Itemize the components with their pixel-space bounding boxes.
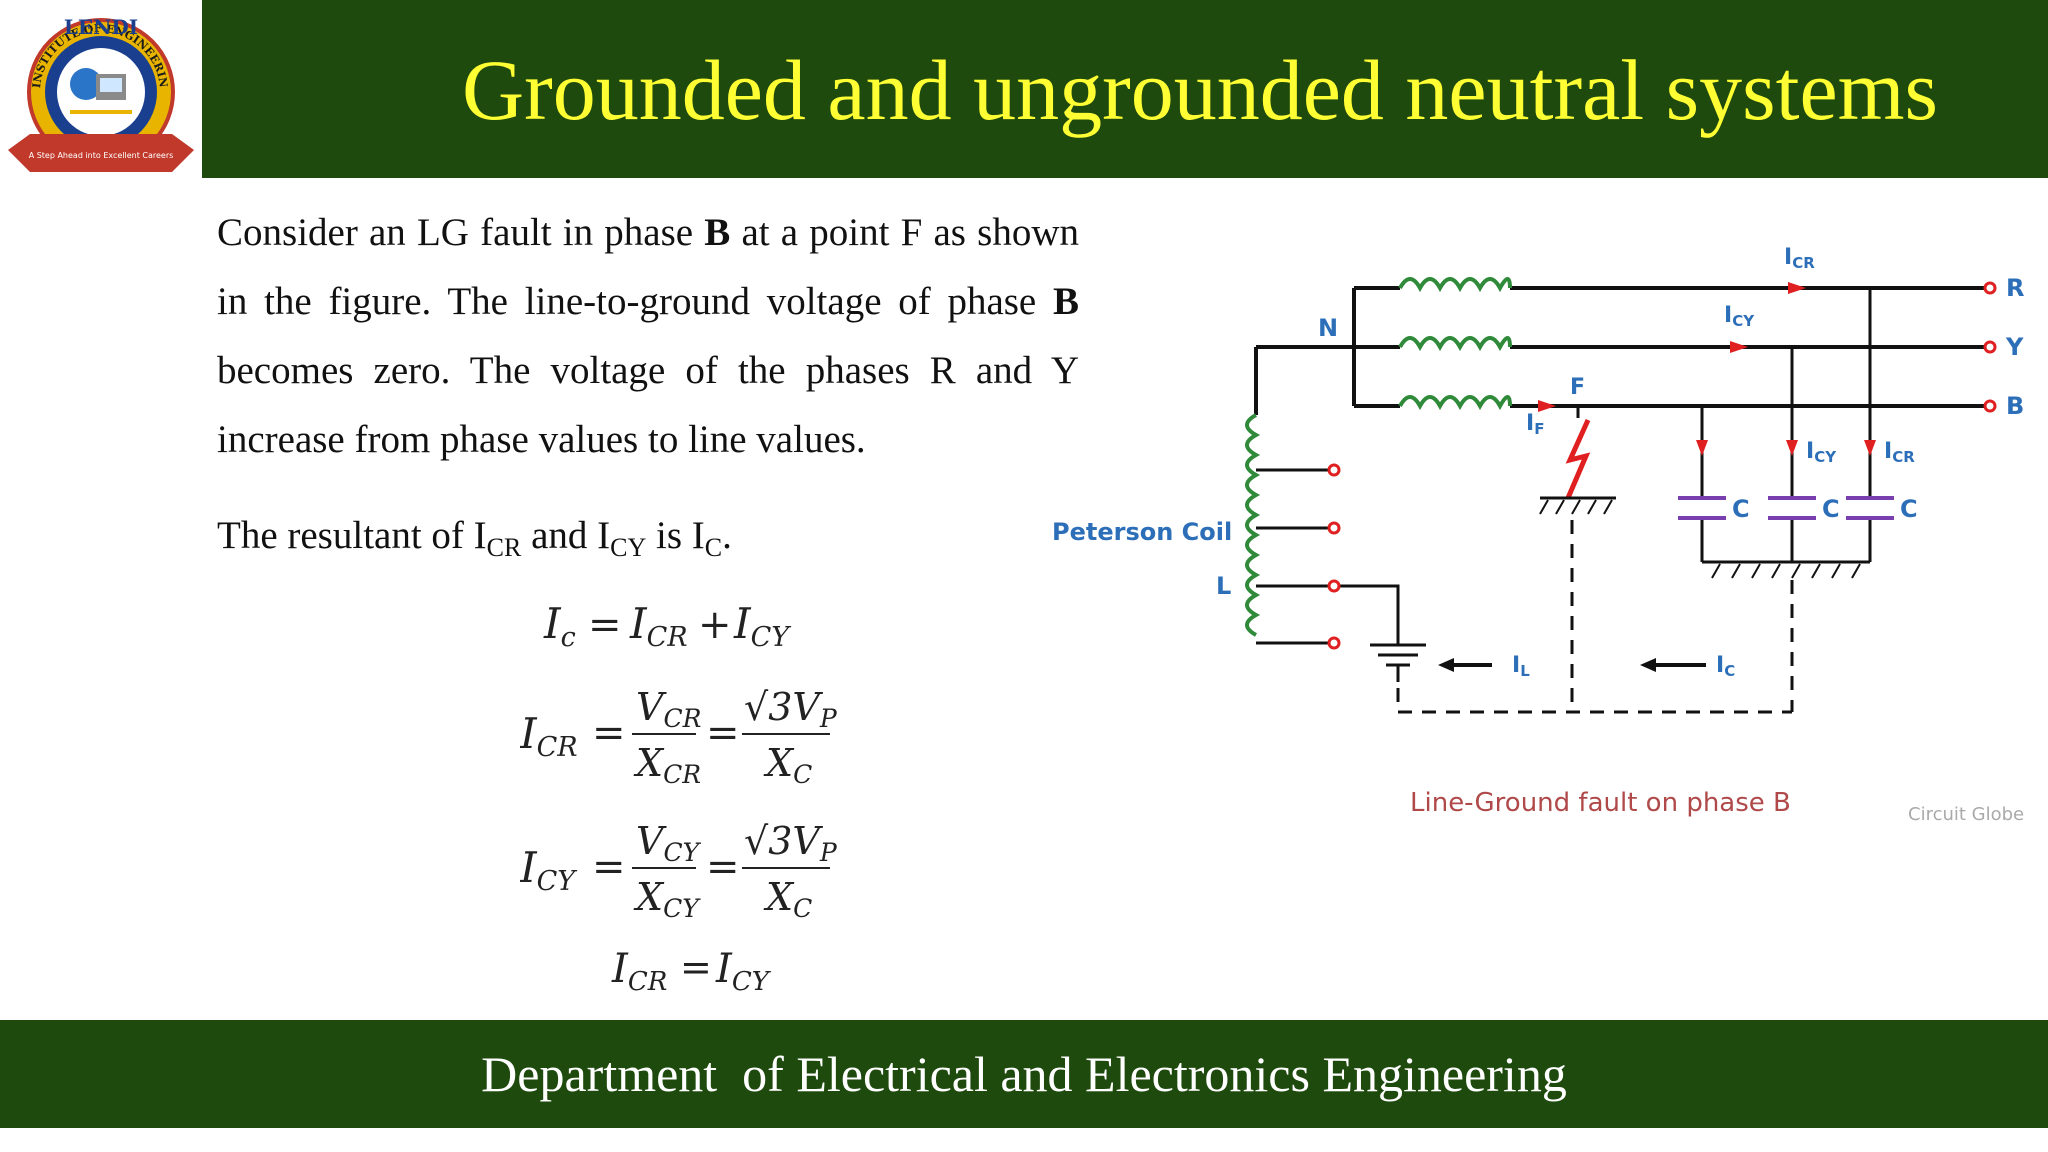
svg-text:XC: XC <box>763 875 812 923</box>
svg-text:XCR: XCR <box>633 741 701 789</box>
equation-ic-sum: Ic = ICR + ICY <box>543 599 791 653</box>
para2-sub-2: CY <box>610 533 647 562</box>
svg-text:ICY: ICY <box>733 599 791 653</box>
logo-ribbon-text: A Step Ahead into Excellent Careers <box>29 151 174 160</box>
para2-sub-3: C <box>704 533 723 562</box>
phase-conductors <box>1254 286 1985 415</box>
current-arrows <box>1538 282 1876 456</box>
para2-text-2: and I <box>521 514 611 557</box>
svg-text:=: = <box>588 602 622 648</box>
label-inductance: L <box>1216 572 1231 600</box>
label-capacitor-2: C <box>1822 495 1840 523</box>
label-icr-cap: ICR <box>1884 439 1915 466</box>
logo-name: LENDI <box>64 15 138 39</box>
capacitor-wiring <box>1700 288 1872 564</box>
diagram-caption: Line-Ground fault on phase B <box>1410 788 1791 818</box>
equation-icr-equals-icy: ICR = ICY <box>611 945 772 997</box>
label-icr-top: ICR <box>1784 245 1815 272</box>
label-neutral: N <box>1318 314 1338 342</box>
generator-windings <box>1245 277 1512 637</box>
label-phase-r: R <box>2006 274 2024 302</box>
label-il: IL <box>1512 653 1530 680</box>
svg-text:ICR: ICR <box>611 946 667 997</box>
svg-text:XCY: XCY <box>633 875 701 923</box>
para1-text-3: becomes zero. The voltage of the phases … <box>217 349 1079 461</box>
label-icy-cap: ICY <box>1806 439 1837 466</box>
coil-taps <box>1256 468 1400 645</box>
header-banner: INSTITUTE OF ENGINEERING & TECHNOLOGY LE… <box>0 0 2048 178</box>
return-arrows <box>1438 658 1706 672</box>
label-capacitor-1: C <box>1732 495 1750 523</box>
equation-icr: ICR = VCR XCR = √3VP XC <box>519 685 838 789</box>
label-phase-b: B <box>2006 392 2024 420</box>
diagram-credit: Circuit Globe <box>1908 804 2024 825</box>
svg-text:√3VP: √3VP <box>744 819 838 867</box>
svg-text:ICY: ICY <box>520 843 577 897</box>
svg-text:=: = <box>680 945 712 989</box>
label-fault-point: F <box>1570 375 1585 400</box>
college-logo-icon: INSTITUTE OF ENGINEERING & TECHNOLOGY LE… <box>0 0 194 172</box>
label-if: IF <box>1526 411 1544 438</box>
label-icy-top: ICY <box>1724 303 1755 330</box>
return-current-path <box>1396 520 1794 714</box>
svg-text:√3VP: √3VP <box>744 685 838 733</box>
svg-text:XC: XC <box>763 741 812 789</box>
capacitor-ground-hatch <box>1711 563 1861 579</box>
svg-text:ICR: ICR <box>629 599 688 653</box>
slide-title: Grounded and ungrounded neutral systems <box>462 42 1939 138</box>
svg-text:+: + <box>698 602 732 648</box>
svg-text:ICY: ICY <box>715 946 772 997</box>
description-paragraph: Consider an LG fault in phase B at a poi… <box>217 198 1079 474</box>
resultant-paragraph: The resultant of ICR and ICY is IC. <box>217 506 732 578</box>
capacitor-plates-icon <box>1678 496 1894 520</box>
svg-text:Ic: Ic <box>543 599 576 653</box>
svg-text:VCR: VCR <box>636 685 701 733</box>
svg-text:=: = <box>706 710 740 756</box>
label-peterson-coil: Peterson Coil <box>1052 518 1232 546</box>
logo-area: INSTITUTE OF ENGINEERING & TECHNOLOGY LE… <box>0 0 202 178</box>
equations-block: Ic = ICR + ICY ICR = VCR XCR = √3VP XC I… <box>519 588 840 1008</box>
para2-text-1: The resultant of I <box>217 514 487 557</box>
svg-text:VCY: VCY <box>636 819 702 867</box>
para2-text-4: . <box>722 514 732 557</box>
para1-bold-1: B <box>704 211 731 254</box>
label-capacitor-3: C <box>1900 495 1918 523</box>
tap-nodes <box>1327 281 1997 650</box>
footer-banner: Department of Electrical and Electronics… <box>0 1020 2048 1128</box>
department-name: Department of Electrical and Electronics… <box>481 1046 1567 1102</box>
svg-text:ICR: ICR <box>520 709 578 763</box>
para1-text-1: Consider an LG fault in phase <box>217 211 705 254</box>
para2-sub-1: CR <box>486 533 522 562</box>
fault-symbol-icon <box>1539 406 1616 515</box>
equation-icy: ICY = VCY XCY = √3VP XC <box>519 819 838 923</box>
ground-symbol-icon <box>1370 643 1426 682</box>
label-ic: IC <box>1716 653 1735 680</box>
svg-text:=: = <box>592 844 626 890</box>
label-phase-y: Y <box>2005 333 2024 361</box>
circuit-diagram: N R Y B F L Peterson Coil ICR ICY IF ICY… <box>1040 230 2040 840</box>
para1-text-2: at a point F as shown in the figure. The… <box>217 211 1079 323</box>
svg-text:=: = <box>592 710 626 756</box>
svg-text:=: = <box>706 844 740 890</box>
para2-text-3: is I <box>646 514 705 557</box>
para1-bold-2: B <box>1052 280 1079 323</box>
